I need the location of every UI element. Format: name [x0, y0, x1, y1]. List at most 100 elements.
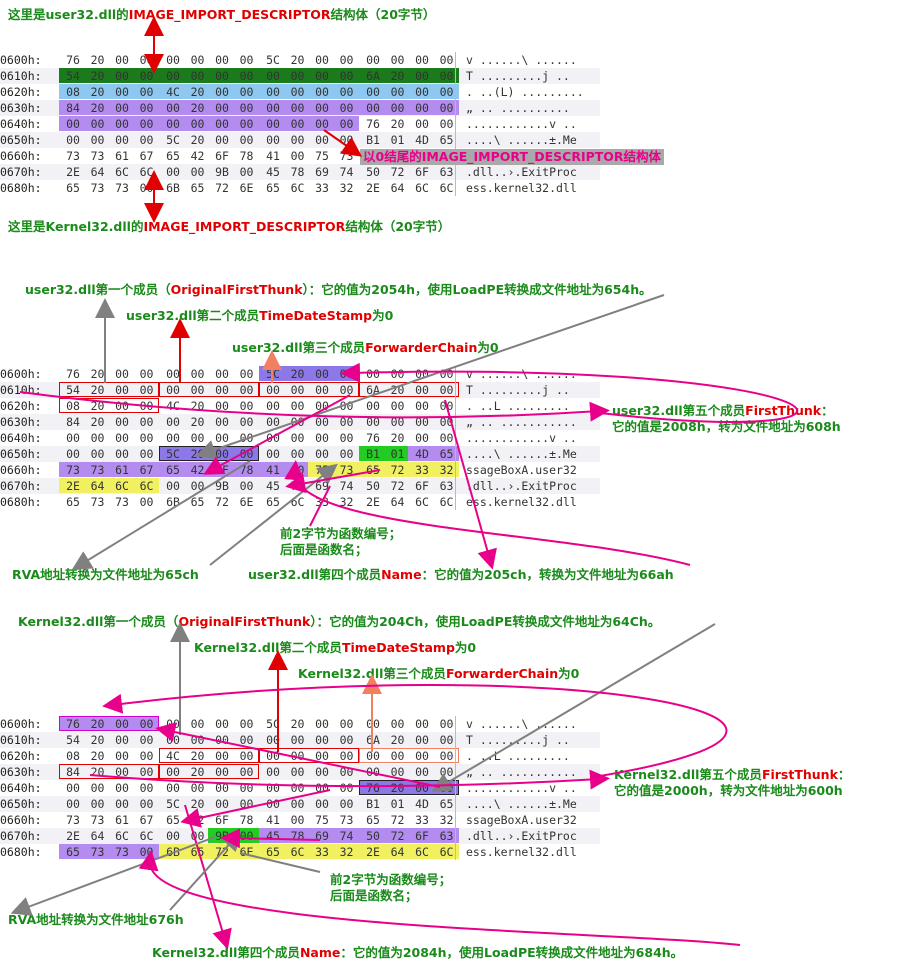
- row-ascii: ............v ..: [466, 117, 577, 131]
- hex-byte: 00: [115, 101, 129, 115]
- hex-byte: 20: [90, 101, 105, 115]
- hex-byte: 00: [215, 399, 229, 413]
- hex-byte: 00: [315, 415, 329, 429]
- hex-byte: 08: [66, 749, 80, 763]
- byte-highlight: [159, 764, 259, 779]
- hex-byte: 00: [390, 85, 405, 99]
- hex-byte: 00: [115, 69, 129, 83]
- hex-byte: 00: [439, 431, 454, 445]
- row-address: 0640h:: [0, 117, 42, 131]
- hex-byte: 00: [366, 399, 380, 413]
- hex-byte: 00: [315, 383, 329, 397]
- row-address: 0610h:: [0, 69, 42, 83]
- arrow-k-fn: [220, 828, 321, 849]
- hex-byte: 20: [90, 383, 105, 397]
- row-ascii: ess.kernel32.dll: [466, 181, 577, 195]
- hex-byte: 00: [166, 69, 180, 83]
- row-stripe: [0, 732, 600, 748]
- hex-byte: 00: [139, 447, 154, 461]
- hex-byte: 00: [215, 781, 229, 795]
- hex-byte: 73: [90, 149, 105, 163]
- hex-byte: 20: [290, 717, 305, 731]
- hex-byte: 00: [190, 781, 205, 795]
- hex-byte: 78: [239, 813, 254, 827]
- hex-byte: 4D: [415, 447, 429, 461]
- hex-byte: 72: [390, 479, 405, 493]
- hex-byte: 00: [166, 765, 180, 779]
- hex-byte: 6C: [139, 829, 154, 843]
- hex-byte: 00: [339, 69, 354, 83]
- hex-byte: 50: [366, 829, 380, 843]
- label-part: Name: [299, 945, 341, 960]
- arrow-u-rva: [71, 460, 251, 571]
- hex-byte: 00: [239, 717, 254, 731]
- hex-byte: 5C: [266, 717, 280, 731]
- hex-byte: 6C: [415, 181, 429, 195]
- byte-highlight: [359, 446, 410, 461]
- hex-byte: 00: [439, 717, 454, 731]
- hex-byte: 73: [90, 845, 105, 859]
- hex-byte: 00: [139, 415, 154, 429]
- hex-byte: 61: [115, 813, 129, 827]
- hex-byte: 00: [239, 69, 254, 83]
- hex-byte: 20: [290, 367, 305, 381]
- arrow-u-oft-target: [195, 294, 665, 460]
- row-stripe: [0, 382, 600, 398]
- hex-byte: 50: [366, 479, 380, 493]
- hex-byte: 6C: [290, 845, 305, 859]
- hex-byte: 20: [390, 69, 405, 83]
- hex-byte: 64: [90, 829, 105, 843]
- hex-byte: 00: [439, 383, 454, 397]
- hex-byte: 00: [66, 117, 80, 131]
- hex-byte: 63: [439, 165, 454, 179]
- hex-byte: 08: [66, 85, 80, 99]
- hex-byte: 73: [115, 181, 129, 195]
- byte-highlight: [259, 366, 359, 381]
- hex-byte: 65: [166, 149, 180, 163]
- hex-byte: 00: [266, 733, 280, 747]
- hex-byte: 67: [139, 149, 154, 163]
- hex-byte: 00: [290, 149, 305, 163]
- label-part: ）：它的值为204Ch，使用LoadPE转换成文件地址为64Ch。: [310, 614, 661, 629]
- hex-byte: 00: [339, 431, 354, 445]
- hex-byte: 00: [339, 717, 354, 731]
- hex-byte: 00: [315, 399, 329, 413]
- hex-byte: 6E: [239, 181, 254, 195]
- hex-byte: 00: [415, 717, 429, 731]
- hex-byte: 00: [239, 53, 254, 67]
- hex-byte: 20: [190, 797, 205, 811]
- arrow-u-fn-note: [309, 485, 331, 527]
- label-part: TimeDateStamp: [341, 640, 455, 655]
- hex-byte: 76: [66, 367, 80, 381]
- arrow-u-fn: [285, 469, 381, 494]
- hex-byte: 20: [190, 133, 205, 147]
- user32-member5-label: user32.dll第五个成员FirstThunk：: [612, 403, 834, 419]
- hex-byte: 61: [115, 149, 129, 163]
- hex-byte: 64: [90, 479, 105, 493]
- hex-byte: 00: [139, 717, 154, 731]
- zero-descriptor-label: 以0结尾的IMAGE_IMPORT_DESCRIPTOR结构体: [360, 149, 665, 165]
- label-part: TimeDateStamp: [259, 308, 373, 323]
- ascii-separator: [455, 52, 456, 196]
- hex-byte: 20: [190, 749, 205, 763]
- label-part: 为0: [454, 640, 477, 655]
- row-ascii: .dll..›.ExitProc: [466, 165, 577, 179]
- hex-byte: 6C: [415, 495, 429, 509]
- row-ascii: v ......\ ......: [466, 53, 577, 67]
- hex-byte: 32: [439, 813, 454, 827]
- row-address: 0630h:: [0, 415, 42, 429]
- hex-byte: 00: [439, 85, 454, 99]
- kernel32-member2-label: Kernel32.dll第二个成员TimeDateStamp为0: [194, 640, 476, 656]
- hex-byte: 00: [315, 717, 329, 731]
- label-part: FirstThunk: [745, 403, 822, 418]
- hex-byte: 00: [115, 415, 129, 429]
- hex-byte: 00: [415, 383, 429, 397]
- hex-byte: 00: [190, 69, 205, 83]
- hex-byte: 65: [66, 181, 80, 195]
- hex-byte: 00: [166, 829, 180, 843]
- hex-byte: 00: [215, 85, 229, 99]
- kernel32-member4-label: Kernel32.dll第四个成员Name：它的值为2084h，使用LoadPE…: [152, 945, 683, 961]
- user32-member5-value: 它的值是2008h，转为文件地址为608h: [612, 419, 841, 434]
- label-part: ：: [837, 767, 851, 782]
- hex-byte: 00: [390, 399, 405, 413]
